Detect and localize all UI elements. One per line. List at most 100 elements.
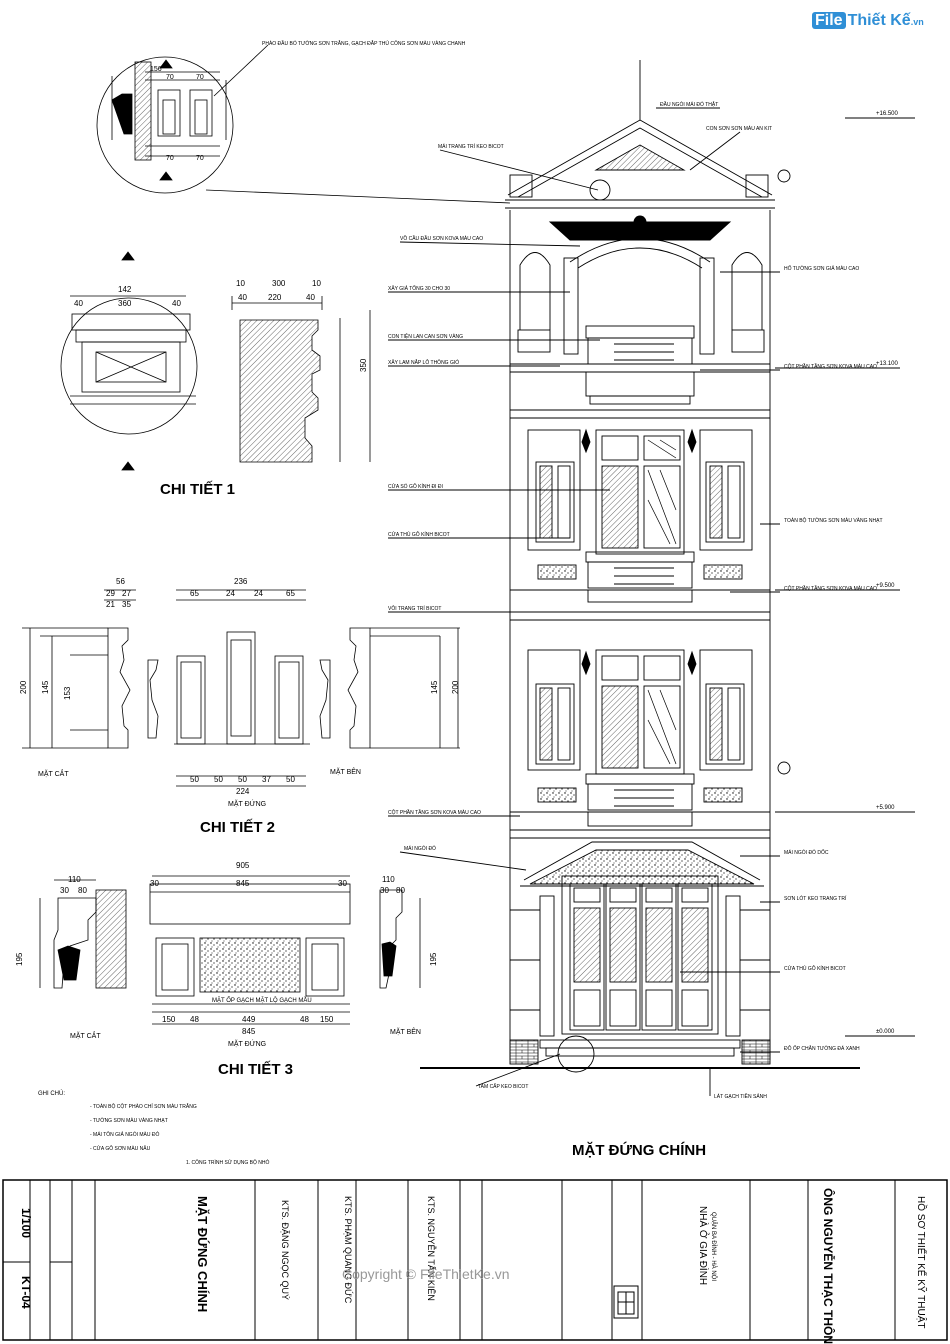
svg-text:350: 350 bbox=[359, 358, 368, 372]
svg-text:37: 37 bbox=[262, 775, 271, 784]
note-line: - TƯỜNG SƠN MÀU VÀNG NHẠT bbox=[90, 1117, 168, 1124]
svg-text:150: 150 bbox=[162, 1015, 176, 1024]
svg-text:220: 220 bbox=[268, 293, 282, 302]
elev-left-note: XÂY LAM NẮP LỖ THÔNG GIÓ bbox=[388, 358, 459, 366]
svg-text:449: 449 bbox=[242, 1015, 256, 1024]
elevation-title: MẶT ĐỨNG CHÍNH bbox=[572, 1141, 706, 1159]
svg-text:40: 40 bbox=[238, 293, 247, 302]
detail-1-title: CHI TIẾT 1 bbox=[160, 481, 235, 498]
elev-right-note: TOÀN BỘ TƯỜNG SƠN MÀU VÀNG NHẠT bbox=[784, 517, 883, 524]
elev-right-note: SƠN LÓT KEO TRANG TRÍ bbox=[784, 895, 847, 902]
svg-text:156: 156 bbox=[150, 66, 162, 73]
svg-text:145: 145 bbox=[41, 680, 50, 694]
elev-right-note: ĐỖ ỐP CHÂN TƯỜNG ĐÁ XANH bbox=[784, 1045, 860, 1052]
note-line: 1. CÔNG TRÌNH SỬ DỤNG BỘ NHỎ bbox=[186, 1159, 269, 1166]
elev-right-note: CON SƠN SƠN MÀU AN KIT bbox=[706, 125, 772, 132]
svg-text:24: 24 bbox=[254, 589, 263, 598]
svg-text:50: 50 bbox=[214, 775, 223, 784]
svg-text:70: 70 bbox=[196, 155, 204, 162]
svg-text:48: 48 bbox=[300, 1015, 309, 1024]
title-block bbox=[2, 1179, 948, 1341]
svg-text:40: 40 bbox=[74, 299, 83, 308]
svg-text:70: 70 bbox=[166, 74, 174, 81]
svg-text:10: 10 bbox=[236, 279, 245, 288]
elev-left-note: CỘT PHẦN TẦNG SƠN KOVA MÀU CAO bbox=[388, 809, 481, 816]
note-line: - MÁI TÔN GIẢ NGÓI MÀU ĐỎ bbox=[90, 1131, 159, 1138]
svg-text:MẶT BÊN: MẶT BÊN bbox=[330, 767, 361, 776]
elev-left-note: MÁI TRANG TRÍ KEO BICOT bbox=[438, 143, 504, 150]
project-name: NHÀ Ở GIA ĐÌNH bbox=[697, 1206, 710, 1285]
logo-badge: File bbox=[812, 12, 846, 29]
detail-2-title: CHI TIẾT 2 bbox=[200, 819, 275, 836]
drawing-name: MẶT ĐỨNG CHÍNH bbox=[195, 1196, 210, 1312]
svg-text:29: 29 bbox=[106, 589, 115, 598]
elev-left-note: TAM CẤP KEO BICOT bbox=[478, 1083, 528, 1090]
designer-2: KTS. PHẠM QUANG ĐỨC bbox=[343, 1196, 353, 1304]
svg-text:PHÀO ĐẦU BỔ TƯỜNG SƠN TRẮNG, G: PHÀO ĐẦU BỔ TƯỜNG SƠN TRẮNG, GẠCH ĐẮP TH… bbox=[262, 39, 466, 47]
svg-text:65: 65 bbox=[286, 589, 295, 598]
svg-text:MẶT CẮT: MẶT CẮT bbox=[70, 1031, 101, 1040]
svg-text:845: 845 bbox=[242, 1027, 256, 1036]
svg-text:142: 142 bbox=[118, 285, 132, 294]
svg-text:300: 300 bbox=[272, 279, 286, 288]
level-marker: +5.900 bbox=[876, 805, 895, 811]
svg-text:200: 200 bbox=[451, 680, 460, 694]
elev-left-note: VỒ CẦU ĐẦU SƠN KOVA MÀU CAO bbox=[400, 235, 483, 242]
logo-domain: .vn bbox=[910, 17, 924, 27]
svg-text:360: 360 bbox=[118, 299, 132, 308]
elev-right-note: CỘT PHẦN TẦNG SƠN KOVA MÀU CAO bbox=[784, 585, 877, 592]
svg-text:50: 50 bbox=[286, 775, 295, 784]
elev-right-note: ĐẦU NGÓI MÁI ĐỔ THẬT bbox=[660, 101, 718, 108]
svg-text:195: 195 bbox=[15, 952, 24, 966]
designer-3: KTS. NGUYỄN TẤN KIÊN bbox=[426, 1196, 437, 1301]
svg-text:845: 845 bbox=[236, 879, 250, 888]
svg-text:10: 10 bbox=[312, 279, 321, 288]
owner-name: ÔNG NGUYỄN THẠC THÔNG bbox=[821, 1188, 836, 1344]
svg-text:153: 153 bbox=[63, 686, 72, 700]
svg-text:30: 30 bbox=[380, 886, 389, 895]
detail-3 bbox=[39, 875, 421, 1025]
svg-text:MẶT BÊN: MẶT BÊN bbox=[390, 1027, 421, 1036]
copyright-watermark: Copyright © FileThietKe.vn bbox=[342, 1266, 510, 1282]
elev-right-note: HỐ TƯỜNG SƠN GIẢ MÀU CAO bbox=[784, 265, 859, 272]
svg-text:56: 56 bbox=[116, 577, 125, 586]
elev-left-note: CON TIỆN LAN CAN SƠN VÀNG bbox=[388, 332, 463, 340]
designer-1: KTS. ĐẶNG NGỌC QUÝ bbox=[280, 1200, 290, 1300]
svg-text:MẶT ĐỨNG: MẶT ĐỨNG bbox=[228, 799, 266, 808]
elev-right-note: LÁT GẠCH TIỀN SẢNH bbox=[714, 1093, 767, 1100]
elev-left-note: MÁI NGÓI ĐỎ bbox=[404, 845, 436, 852]
note-line: - TOÀN BỘ CỘT PHÀO CHỈ SƠN MÀU TRẮNG bbox=[90, 1102, 197, 1110]
level-marker: +13.100 bbox=[876, 361, 899, 367]
note-line: - CỬA GỖ SƠN MÀU NÂU bbox=[90, 1145, 151, 1152]
elev-right-note: CỬA THỦ GỖ KÍNH BICOT bbox=[784, 965, 846, 972]
svg-text:905: 905 bbox=[236, 861, 250, 870]
elev-left-note: CỬA SỔ GỖ KÍNH ĐI ĐI bbox=[388, 483, 443, 490]
svg-text:MẶT ỐP GẠCH MẶT LỘ GẠCH MẪU: MẶT ỐP GẠCH MẶT LỘ GẠCH MẪU bbox=[212, 997, 312, 1004]
svg-text:35: 35 bbox=[122, 600, 131, 609]
document-type: HỒ SƠ THIẾT KẾ KỸ THUẬT bbox=[915, 1196, 928, 1329]
level-marker: ±0.000 bbox=[876, 1029, 895, 1035]
svg-text:110: 110 bbox=[68, 875, 81, 884]
svg-text:200: 200 bbox=[19, 680, 28, 694]
elev-right-note: CỘT PHẦN TẦNG SƠN KOVA MÀU CAO bbox=[784, 363, 877, 370]
main-elevation bbox=[388, 60, 915, 1096]
svg-text:145: 145 bbox=[430, 680, 439, 694]
level-marker: +9.500 bbox=[876, 583, 895, 589]
svg-text:195: 195 bbox=[429, 952, 438, 966]
svg-text:150: 150 bbox=[320, 1015, 334, 1024]
svg-text:48: 48 bbox=[190, 1015, 199, 1024]
svg-text:65: 65 bbox=[190, 589, 199, 598]
notes-title: GHI CHÚ: bbox=[38, 1090, 65, 1097]
logo-text: Thiết Kế bbox=[847, 12, 911, 29]
svg-text:24: 24 bbox=[226, 589, 235, 598]
svg-text:70: 70 bbox=[166, 155, 174, 162]
svg-text:80: 80 bbox=[78, 886, 87, 895]
elev-left-note: CỬA THỦ GỖ KÍNH BICOT bbox=[388, 531, 450, 538]
svg-text:21: 21 bbox=[106, 600, 115, 609]
svg-text:110: 110 bbox=[382, 875, 395, 884]
svg-text:80: 80 bbox=[396, 886, 405, 895]
level-marker: +16.500 bbox=[876, 111, 899, 117]
svg-text:MẶT CẮT: MẶT CẮT bbox=[38, 769, 69, 778]
